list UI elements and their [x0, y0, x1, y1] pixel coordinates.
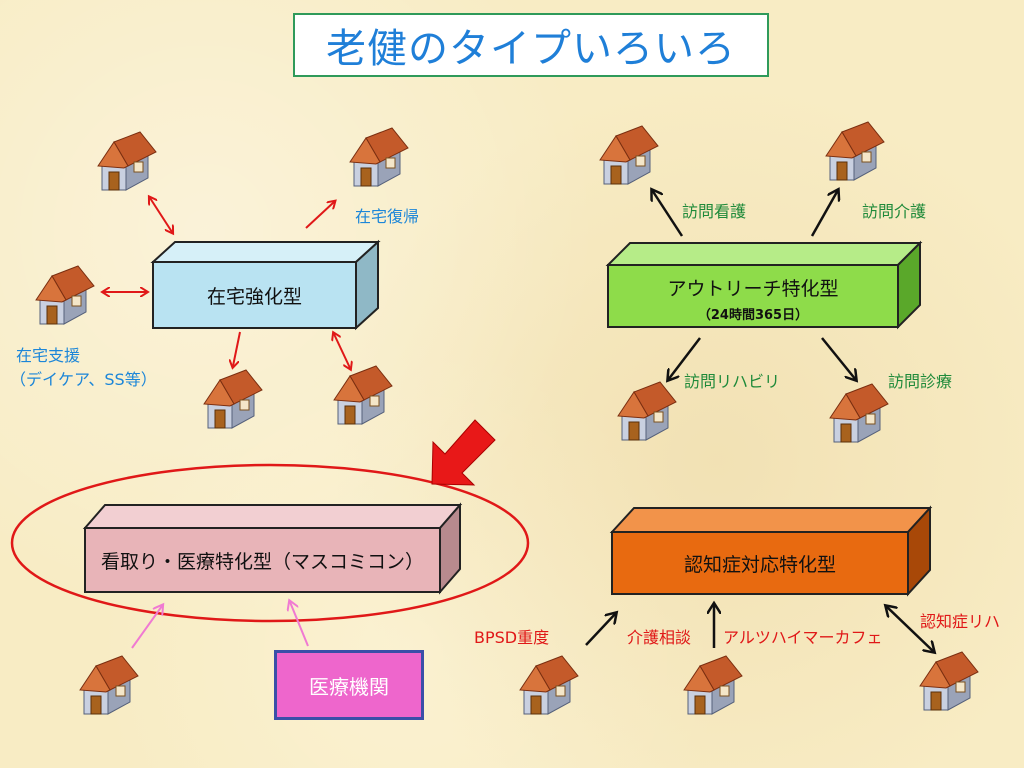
house-icon: [79, 655, 139, 715]
clinic-label: 医療機関: [309, 674, 389, 699]
house-icon: [617, 381, 677, 441]
house-icon: [97, 131, 157, 191]
label-visit-rehab: 訪問リハビリ: [684, 372, 781, 391]
label-visit-care: 訪問介護: [862, 202, 927, 221]
label-home-support-detail: （デイケア、SS等）: [10, 370, 157, 389]
label-alzheimer-cafe: アルツハイマーカフェ: [723, 628, 883, 647]
box-terminal-label: 看取り・医療特化型（マスコミコン）: [100, 550, 424, 573]
box-terminal: [82, 502, 463, 595]
box-outreach-label: アウトリーチ特化型: [667, 277, 839, 300]
house-icon: [683, 655, 743, 715]
label-bpsd: BPSD重度: [474, 628, 550, 647]
title-box: 老健のタイプいろいろ: [293, 13, 769, 77]
house-icon: [333, 365, 393, 425]
house-icon: [203, 369, 263, 429]
box-home-enhanced-label: 在宅強化型: [206, 285, 302, 308]
label-visit-nursing: 訪問看護: [682, 202, 747, 221]
label-visit-medical: 訪問診療: [888, 372, 953, 391]
box-outreach-sublabel: （24時間365日）: [697, 307, 809, 323]
arrows-dementia: [585, 604, 934, 652]
arrows-home-enhanced: [104, 198, 350, 368]
label-dementia-rehab: 認知症リハ: [920, 612, 1001, 631]
box-outreach: [605, 240, 923, 330]
house-icon: [519, 655, 579, 715]
box-dementia: [609, 505, 933, 597]
page-title: 老健のタイプいろいろ: [326, 26, 736, 72]
arrows-terminal: [131, 602, 309, 649]
label-return-home: 在宅復帰: [355, 207, 420, 226]
house-icon: [35, 265, 95, 325]
arrows-outreach: [652, 190, 856, 380]
house-icon: [829, 383, 889, 443]
label-home-support: 在宅支援: [16, 346, 81, 365]
house-icon: [825, 121, 885, 181]
house-icon: [599, 125, 659, 185]
house-icon: [349, 127, 409, 187]
clinic-box: 医療機関: [274, 650, 424, 720]
highlight-ellipse: [10, 463, 530, 623]
box-dementia-label: 認知症対応特化型: [683, 553, 836, 576]
label-care-consult: 介護相談: [627, 628, 692, 647]
box-home-enhanced: [150, 239, 381, 331]
big-red-arrow-icon: [431, 419, 496, 486]
house-icon: [919, 651, 979, 711]
